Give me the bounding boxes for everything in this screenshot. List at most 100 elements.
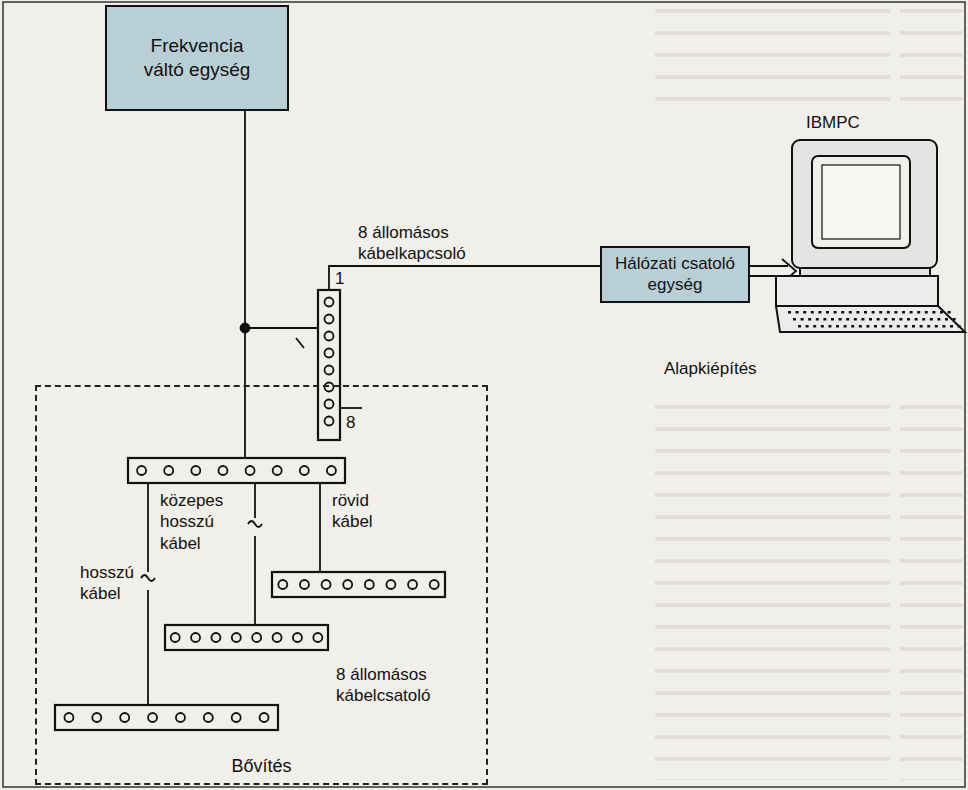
key [927,325,930,328]
long-cable [147,483,149,572]
key [821,325,824,328]
socket-hole [343,580,352,589]
key [942,325,945,328]
switch-sockets [325,298,334,426]
key [864,311,867,314]
tick-mark [296,338,304,348]
key [907,318,910,321]
cable-connector [244,111,246,385]
box-label: Frekvencia váltó egység [137,34,257,82]
socket-hole [218,466,227,475]
socket-hole [191,466,200,475]
key [932,311,935,314]
socket-hole [232,633,241,642]
key [950,325,953,328]
key [902,311,905,314]
process-box: Hálózati csatoló egység [600,246,750,303]
socket-hole [176,713,185,722]
key [836,325,839,328]
socket-hole [273,466,282,475]
key [877,318,880,321]
key [910,311,913,314]
key [816,318,819,321]
socket-hole [92,713,101,722]
key [889,325,892,328]
key [834,311,837,314]
socket-hole [386,580,395,589]
key [953,318,956,321]
socket-hole [211,633,220,642]
key [922,318,925,321]
socket-hole [293,633,302,642]
text-holder: Bővítés [37,755,486,778]
cable-label: közepes hosszú kábel [160,490,238,554]
socket-hole [232,713,241,722]
cable-break-symbol [248,521,262,527]
socket-hole [430,580,439,589]
key [823,318,826,321]
key [861,318,864,321]
key [866,325,869,328]
socket-hole [408,580,417,589]
key [798,325,801,328]
medium-cable [254,536,256,625]
port-8-mark [340,407,362,409]
key [793,318,796,321]
key [796,311,799,314]
key [808,318,811,321]
key [849,311,852,314]
keyboard-keys [788,311,961,328]
key [892,318,895,321]
key [930,318,933,321]
key [803,311,806,314]
key [920,325,923,328]
socket-hole [300,466,309,475]
text-holder: Hálózati csatoló egység [607,253,743,296]
component-label: 8 állomásos kábelcsatoló [336,664,476,707]
socket-hole [252,633,261,642]
key [818,311,821,314]
key [859,325,862,328]
key [801,318,804,321]
socket-hole [204,713,213,722]
key [940,311,943,314]
port-number: 8 [346,412,355,433]
key [828,325,831,328]
switch-to-interface-cable [329,266,600,290]
key [899,318,902,321]
short-cable [319,483,321,572]
port-number: 1 [335,268,344,289]
key [937,318,940,321]
key [882,325,885,328]
key [846,318,849,321]
cable-break-symbol [141,575,155,581]
socket-hole [171,633,180,642]
socket-hole [365,580,374,589]
cable-label: hosszú kábel [80,562,142,605]
key [912,325,915,328]
key [869,318,872,321]
key [854,318,857,321]
key [872,311,875,314]
key [904,325,907,328]
socket-hole [246,466,255,475]
key [917,311,920,314]
socket-hole [64,713,73,722]
socket-hole [300,580,309,589]
socket-hole [148,713,157,722]
socket-hole [260,713,269,722]
socket-hole [273,633,282,642]
key [897,325,900,328]
key [887,311,890,314]
socket-hole [191,633,200,642]
cable-switch-bar [318,290,340,440]
long-cable [147,590,149,705]
key [948,311,951,314]
socket-hole [313,633,322,642]
process-box: Frekvencia váltó egység [105,5,289,111]
key [831,318,834,321]
key [841,311,844,314]
component-label: 8 állomásos kábelkapcsoló [358,222,498,265]
medium-cable [254,483,256,518]
key [813,325,816,328]
